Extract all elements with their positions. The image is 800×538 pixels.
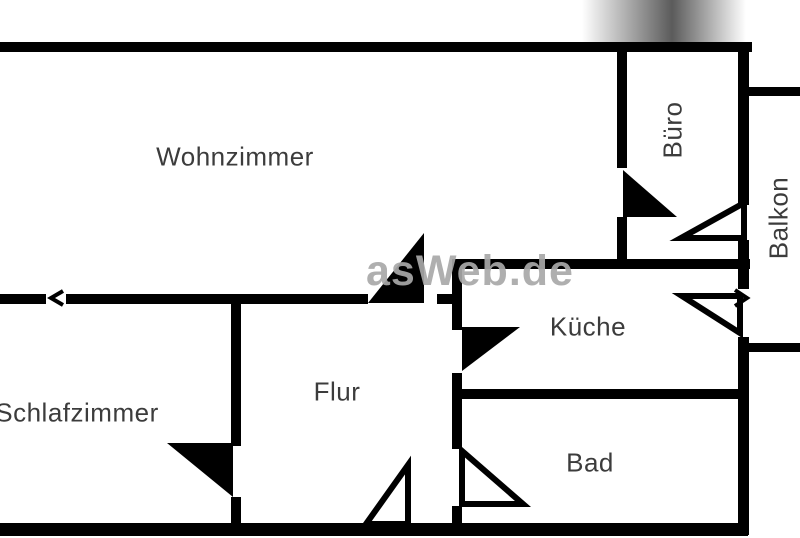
wall-schlafzimmer-right-upper	[231, 294, 241, 446]
wall-balkon-top	[749, 87, 800, 96]
room-label-buero: Büro	[657, 101, 688, 159]
wohnzimmer-door-swing-icon	[368, 233, 424, 303]
wall-top-exterior	[0, 42, 752, 52]
wall-buero-left-lower	[617, 217, 627, 269]
gradient-bar	[582, 0, 746, 42]
wall-kueche-top	[452, 259, 750, 269]
room-label-schlafzimmer: Schlafzimmer	[0, 397, 159, 428]
buero-door-swing-icon	[623, 170, 677, 217]
kueche-door-swing-icon	[462, 327, 520, 371]
room-label-kueche: Küche	[549, 311, 627, 342]
balkon-kueche-door-swing-icon	[671, 293, 743, 339]
wall-wohnzimmer-bottom-mid	[66, 294, 368, 304]
wall-schlafzimmer-right-lower	[231, 497, 241, 533]
wall-wohnzimmer-bottom-left	[0, 294, 46, 304]
wall-wohnzimmer-bottom-right	[437, 294, 462, 304]
wall-bottom-exterior	[0, 523, 748, 536]
watermark-text: asWeb.de	[366, 247, 574, 295]
wall-kueche-bad-divider	[452, 389, 749, 399]
bad-door-swing-icon	[459, 444, 532, 507]
wall-buero-left-upper	[617, 42, 627, 168]
balkon-buero-door-swing-icon	[669, 197, 747, 241]
wall-right-exterior-lower	[738, 337, 749, 535]
chevron-right-icon	[733, 288, 751, 308]
room-label-balkon: Balkon	[763, 176, 794, 260]
chevron-left-icon	[47, 289, 65, 307]
wall-kueche-left-upper	[452, 259, 462, 330]
wall-kueche-left-mid	[452, 373, 462, 449]
room-label-wohnzimmer: Wohnzimmer	[156, 141, 314, 172]
wall-right-exterior-upper	[738, 42, 749, 205]
wall-balkon-bottom	[744, 343, 800, 352]
schlafzimmer-door-swing-icon	[167, 443, 233, 497]
wall-kueche-left-lower	[452, 506, 462, 533]
entrance-door-swing-icon	[360, 455, 411, 527]
room-label-bad: Bad	[566, 447, 614, 478]
room-label-flur: Flur	[313, 376, 361, 407]
